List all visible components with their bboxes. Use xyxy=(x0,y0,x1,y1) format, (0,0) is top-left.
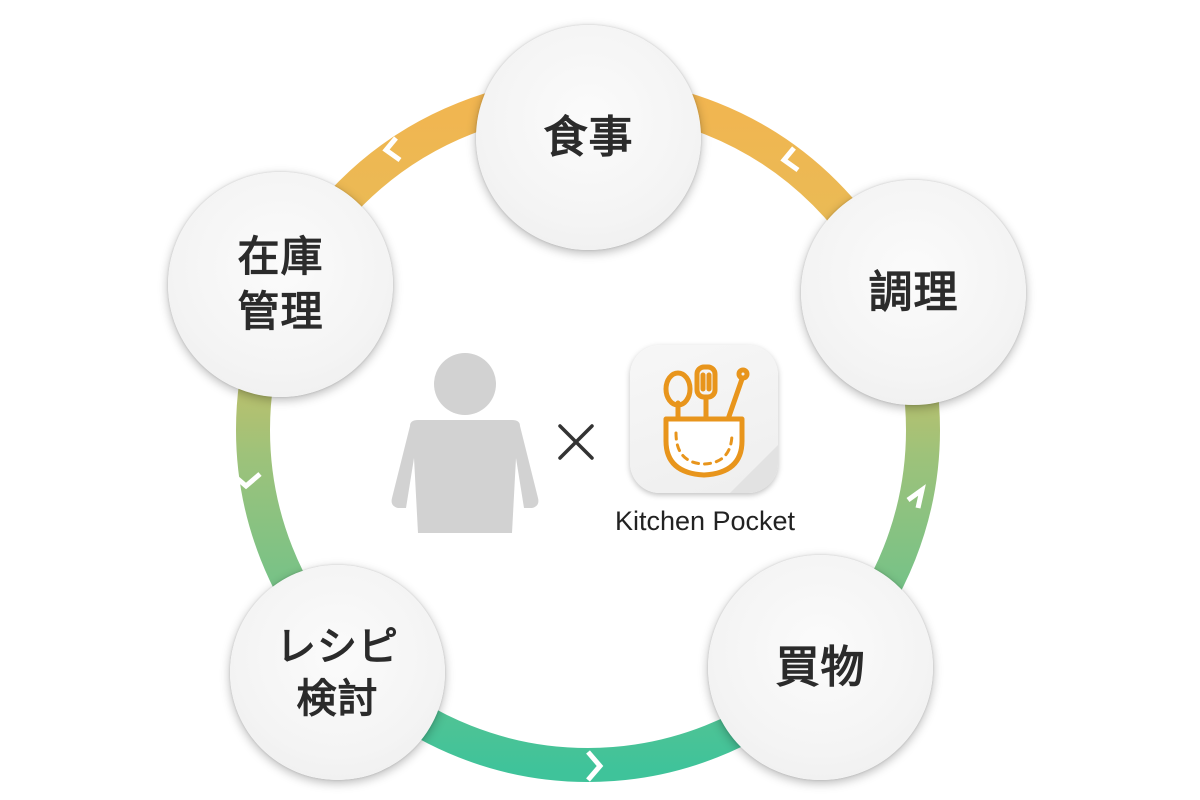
chevron-icon xyxy=(586,750,604,782)
person-icon xyxy=(391,353,539,533)
node-cooking: 調理 xyxy=(801,180,1026,405)
node-shopping-label: 買物 xyxy=(775,641,866,693)
node-cooking-label: 調理 xyxy=(868,266,959,318)
kitchen-pocket-app-icon xyxy=(630,345,778,493)
node-recipe: レシピ 検討 xyxy=(230,565,445,780)
node-stock-label-line1: 在庫 xyxy=(237,231,324,281)
chevron-icon xyxy=(780,146,800,173)
chevron-icon xyxy=(230,472,262,490)
flow-chevrons xyxy=(230,136,926,782)
chevron-icon xyxy=(382,136,402,163)
node-recipe-label-line1: レシピ xyxy=(276,623,399,670)
node-meal: 食事 xyxy=(476,25,701,250)
node-recipe-label-line2: 検討 xyxy=(296,675,379,722)
app-name: Kitchen Pocket xyxy=(614,506,796,536)
node-stock-label-line2: 管理 xyxy=(237,286,324,336)
node-meal-label: 食事 xyxy=(543,111,634,163)
times-icon xyxy=(558,424,594,460)
node-stock: 在庫 管理 xyxy=(168,172,393,397)
kitchen-utensils-pocket-icon xyxy=(663,364,778,493)
node-shopping: 買物 xyxy=(708,555,933,780)
chevron-icon xyxy=(906,484,926,509)
